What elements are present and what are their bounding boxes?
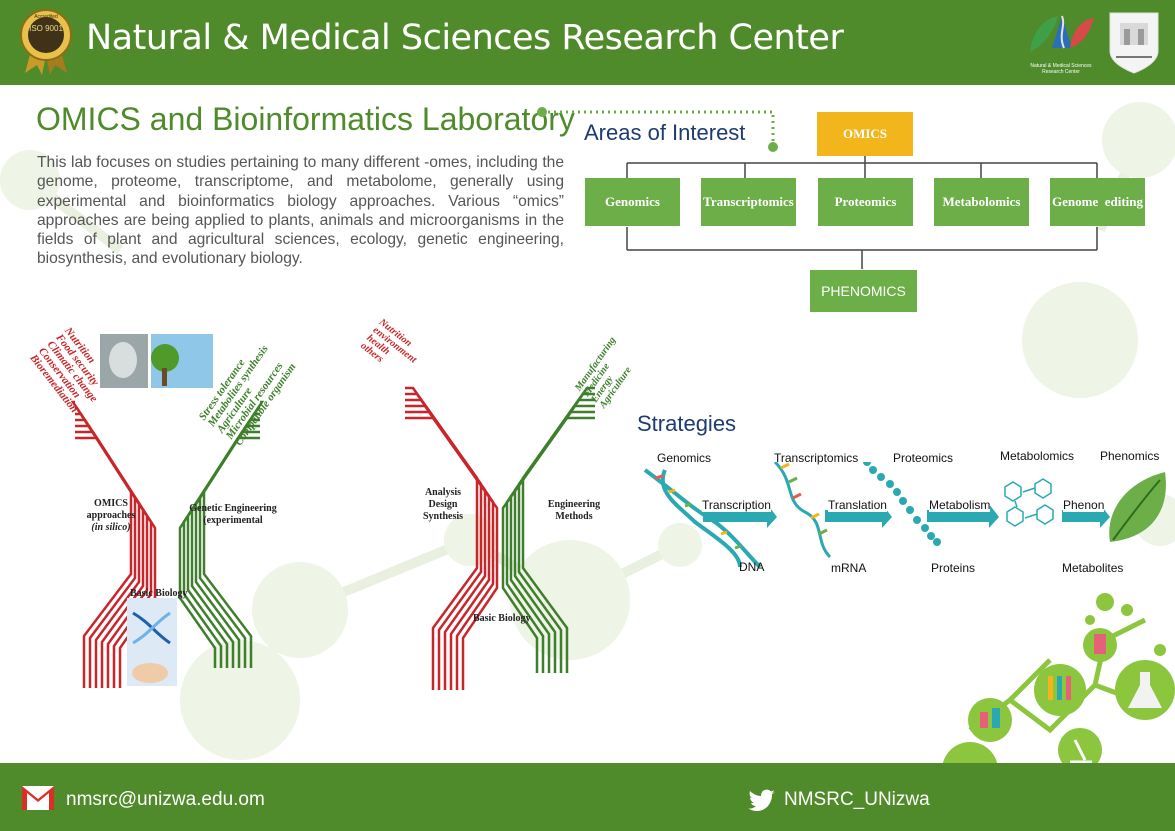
omics-approaches-label: OMICS approaches (in silico) <box>86 498 136 533</box>
footer-twitter-link[interactable]: NMSRC_UNizwa <box>784 789 930 810</box>
page-title: Natural & Medical Sciences Research Cent… <box>86 18 844 58</box>
bottom-label-metabolites: Metabolites <box>1062 561 1124 575</box>
engineering-methods-label: Engineering Methods <box>547 499 601 522</box>
basic-biology-label-right: Basic Biology <box>473 613 531 624</box>
mrna-strand-icon <box>773 462 832 559</box>
omics-root-box: OMICS <box>817 112 913 156</box>
footer-email-link[interactable]: nmsrc@unizwa.edu.om <box>66 789 265 810</box>
strategy-label-transcriptomics: Transcriptomics <box>774 451 859 465</box>
strategy-label-genomics: Genomics <box>657 451 712 465</box>
lab-title: OMICS and Bioinformatics Laboratory <box>36 101 575 137</box>
area-box-metabolomics: Metabolomics <box>934 178 1029 226</box>
lab-bottles-icon <box>968 698 1012 742</box>
area-box-transcriptomics: Transcriptomics <box>701 178 796 226</box>
science-icons-decoration <box>942 593 1175 765</box>
analysis-design-label: Analysis Design Synthesis <box>422 487 463 522</box>
svg-text:Accredited: Accredited <box>34 14 58 20</box>
strategies-title: Strategies <box>637 411 737 436</box>
leaves-icon <box>942 742 998 765</box>
arrow-label-metabolism: Metabolism <box>929 498 991 512</box>
area-box-genomics: Genomics <box>585 178 680 226</box>
areas-connector-lines <box>626 155 1098 269</box>
microscope-icon <box>1058 728 1102 765</box>
bottom-label-mrna: mRNA <box>831 561 867 575</box>
strategy-label-metabolomics: Metabolomics <box>1000 449 1075 463</box>
protein-chain-icon <box>863 462 941 546</box>
arrow-label-phenon: Phenon <box>1063 498 1105 512</box>
center-logo-caption: Natural & Medical Sciences Research Cent… <box>1030 63 1092 75</box>
engineering-y-diagram <box>405 386 595 690</box>
leaf-icon <box>1109 472 1166 542</box>
strategy-label-phenomics: Phenomics <box>1100 449 1160 463</box>
metabolite-structure-icon <box>1004 478 1054 527</box>
iso-badge-label: ISO 9001 <box>29 24 63 33</box>
area-box-genome-editing: Genome editing <box>1050 178 1145 226</box>
university-seal-icon <box>1109 12 1159 74</box>
basic-biology-label-left: Basic Biology <box>130 588 188 599</box>
gmail-icon <box>22 786 54 810</box>
dotted-connector <box>537 107 778 152</box>
bottom-label-proteins: Proteins <box>931 561 976 575</box>
iso-badge-icon: Accredited <box>20 9 72 75</box>
strategy-label-proteomics: Proteomics <box>893 451 954 465</box>
arrow-label-transcription: Transcription <box>702 498 771 512</box>
arrow-label-translation: Translation <box>828 498 887 512</box>
footer-bar: nmsrc@unizwa.edu.om NMSRC_UNizwa <box>0 763 1175 831</box>
strategies-illustration <box>643 462 1166 569</box>
bottom-label-dna: DNA <box>739 560 765 574</box>
genetic-engineering-label: Genetic Engineering (experimental <box>189 503 277 526</box>
lab-description: This lab focuses on studies pertaining t… <box>37 154 564 268</box>
areas-of-interest-title: Areas of Interest <box>584 120 746 145</box>
header-bar: Accredited ISO 9001 Natural & Medical Sc… <box>0 0 1175 85</box>
omics-y-diagram <box>70 334 265 688</box>
center-logo: Natural & Medical Sciences Research Cent… <box>1022 8 1100 78</box>
twitter-icon <box>748 789 775 811</box>
phenomics-box: PHENOMICS <box>810 270 917 312</box>
center-logo-icon <box>1030 15 1094 52</box>
area-box-proteomics: Proteomics <box>818 178 913 226</box>
